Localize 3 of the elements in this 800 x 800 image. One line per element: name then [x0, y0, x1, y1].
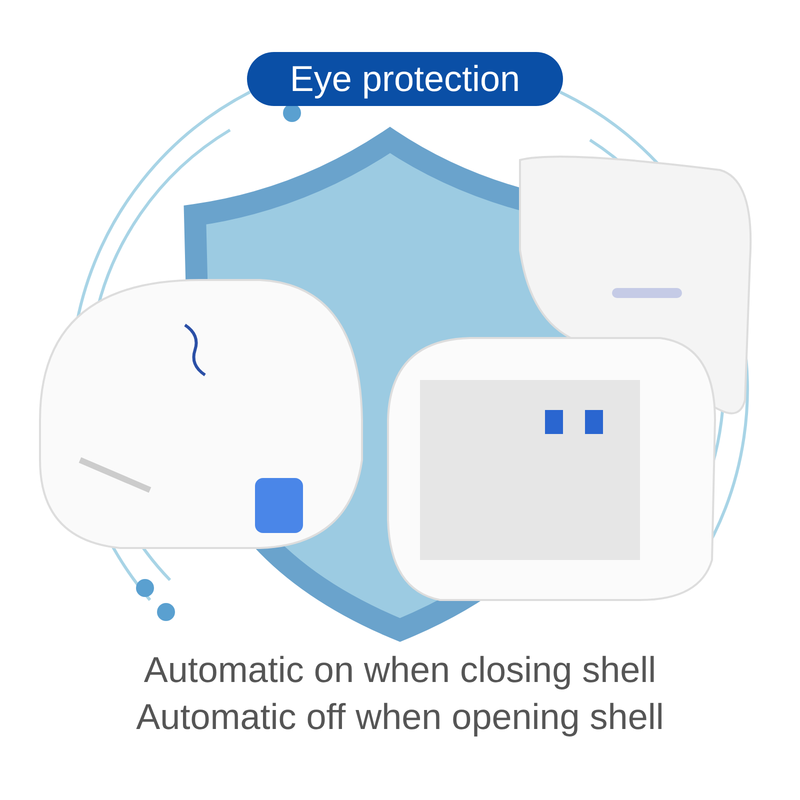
title-pill: Eye protection — [247, 52, 563, 106]
feature-text: Automatic on when closing shell — [142, 648, 658, 692]
feature-text: Automatic off when opening shell — [135, 695, 665, 739]
